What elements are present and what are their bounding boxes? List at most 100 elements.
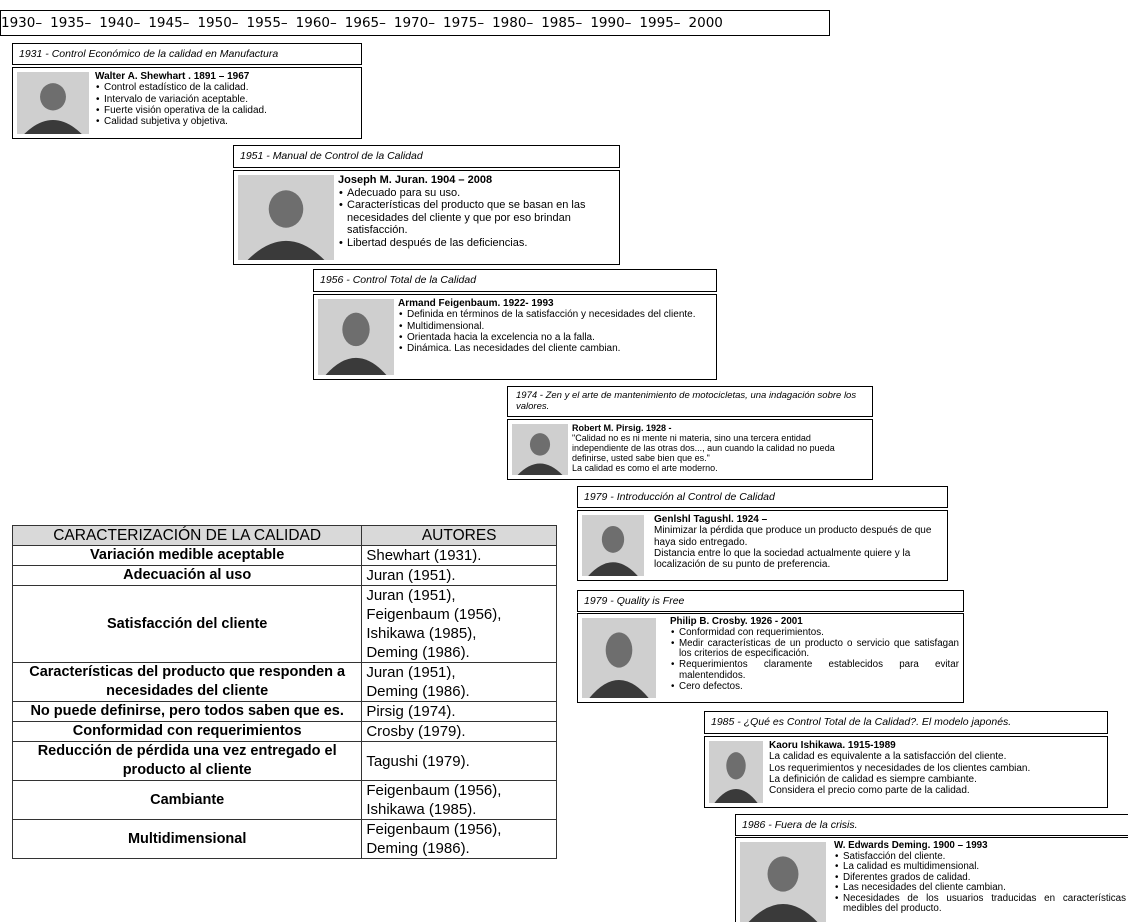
text-line: Considera el precio como parte de la cal… [769,785,970,797]
author-name: W. Edwards Deming. 1900 – 1993 [834,840,988,851]
entry-header-feigenbaum: 1956 - Control Total de la Calidad [313,269,717,292]
column-header-authors: AUTORES [361,525,557,546]
author-citation: Juran (1951), [366,664,456,681]
author-name: Philip B. Crosby. 1926 - 2001 [670,616,803,627]
author-citation: Ishikawa (1985), [366,625,477,642]
timeline-year: 1975– [442,15,485,31]
authors-cell: Crosby (1979). [361,721,557,742]
entry-text: Genlshl Tagushl. 1924 –Minimizar la pérd… [654,514,943,570]
entry-header-shewhart: 1931 - Control Económico de la calidad e… [12,43,362,65]
entry-text: W. Edwards Deming. 1900 – 1993Satisfacci… [834,840,1126,915]
bullet-item: Las necesidades del cliente cambian. [834,882,1126,894]
author-citation: Deming (1986). [366,683,470,700]
characterization-cell: Adecuación al uso [11,565,363,586]
portrait-photo-ishikawa [709,741,763,803]
portrait-photo-feigenbaum [318,299,394,375]
entry-header-deming: 1986 - Fuera de la crisis. [735,814,1128,836]
column-header-characterization: CARACTERIZACIÓN DE LA CALIDAD [11,525,363,546]
bullet-item: Características del producto que se basa… [338,199,615,237]
authors-cell: Pirsig (1974). [361,701,557,722]
text-line: Distancia entre lo que la sociedad actua… [654,547,911,571]
timeline-year: 1960– [295,15,337,31]
bullet-item: Medir características de un producto o s… [670,638,959,661]
text-line: "Calidad no es ni mente ni materia, sino… [572,433,835,463]
text-line: Minimizar la pérdida que produce un prod… [654,525,932,548]
author-name: Genlshl Tagushl. 1924 – [654,514,768,525]
timeline-year: 1935– [50,15,92,31]
entry-text: Robert M. Pirsig. 1928 -"Calidad no es n… [572,423,868,473]
authors-cell: Juran (1951), Deming (1986). [361,662,557,702]
text-line: La calidad es equivalente a la satisfacc… [769,751,1007,763]
authors-cell: Shewhart (1931). [361,545,557,566]
portrait-photo-crosby [582,618,656,698]
bullet-list: Satisfacción del cliente.La calidad es m… [834,851,1126,915]
entry-card-juran: Joseph M. Juran. 1904 – 2008Adecuado par… [233,170,620,265]
bullet-list: Conformidad con requerimientos.Medir car… [670,627,959,693]
timeline-year: 1965– [344,15,386,31]
entry-header-juran: 1951 - Manual de Control de la Calidad [233,145,620,168]
entry-text: Philip B. Crosby. 1926 - 2001Conformidad… [670,616,959,693]
timeline-year: 1980– [492,15,534,31]
author-citation: Feigenbaum (1956), [366,606,502,623]
timeline-year: 1940– [99,15,141,31]
authors-cell: Juran (1951). [361,565,557,586]
timeline-bar: 1930–1935–1940–1945–1950–1955–1960–1965–… [0,10,830,36]
characterization-cell: Satisfacción del cliente [11,585,363,663]
entry-header-pirsig: 1974 - Zen y el arte de mantenimiento de… [507,386,873,417]
author-citation: Crosby (1979). [366,723,466,740]
text-line: La definición de calidad es siempre camb… [769,773,977,785]
bullet-item: Multidimensional. [398,321,712,333]
bullet-item: Satisfacción del cliente. [834,851,1126,863]
characterization-cell: Cambiante [11,780,363,820]
author-name: Joseph M. Juran. 1904 – 2008 [338,174,493,186]
author-citation: Deming (1986). [366,644,470,661]
author-citation: Tagushi (1979). [366,752,470,770]
entry-header-crosby: 1979 - Quality is Free [577,590,964,612]
bullet-item: Adecuado para su uso. [338,187,615,200]
author-citation: Deming (1986). [366,840,470,857]
author-citation: Feigenbaum (1956), [366,821,502,838]
characterization-cell: Multidimensional [11,819,363,859]
bullet-item: Control estadístico de la calidad. [95,82,357,94]
bullet-item: Dinámica. Las necesidades del cliente ca… [398,343,712,355]
timeline-year: 1950– [197,15,239,31]
entry-header-ishikawa: 1985 - ¿Qué es Control Total de la Calid… [704,711,1108,734]
portrait-photo-taguchi [582,515,644,576]
timeline-year: 1955– [246,15,288,31]
entry-card-taguchi: Genlshl Tagushl. 1924 –Minimizar la pérd… [577,510,948,581]
portrait-photo-deming [740,842,826,922]
entry-card-pirsig: Robert M. Pirsig. 1928 -"Calidad no es n… [507,419,873,480]
characterization-cell: Reducción de pérdida una vez entregado e… [11,741,363,781]
author-citation: Pirsig (1974). [366,703,456,720]
bullet-item: Fuerte visión operativa de la calidad. [95,105,357,117]
authors-cell: Feigenbaum (1956), Deming (1986). [361,819,557,859]
bullet-item: Requerimientos claramente establecidos p… [670,659,959,682]
table-row: Reducción de pérdida una vez entregado e… [11,741,557,781]
table-row: Características del producto que respond… [11,662,557,702]
bullet-item: Diferentes grados de calidad. [834,872,1126,884]
portrait-photo-pirsig [512,424,568,475]
author-name: Walter A. Shewhart . 1891 – 1967 [95,71,250,82]
bullet-item: Orientada hacia la excelencia no a la fa… [398,332,712,344]
timeline-year: 1995– [639,15,681,31]
author-name: Armand Feigenbaum. 1922- 1993 [398,298,554,309]
entry-card-feigenbaum: Armand Feigenbaum. 1922- 1993Definida en… [313,294,717,380]
text-line: La calidad es como el arte moderno. [572,463,718,473]
authors-cell: Juran (1951),Feigenbaum (1956),Ishikawa … [361,585,557,663]
author-citation: Ishikawa (1985). [366,801,477,818]
characterization-cell: Conformidad con requerimientos [11,721,363,742]
timeline-year: 1985– [541,15,583,31]
bullet-list: Adecuado para su uso.Características del… [338,187,615,250]
entry-card-deming: W. Edwards Deming. 1900 – 1993Satisfacci… [735,837,1128,922]
bullet-list: Control estadístico de la calidad.Interv… [95,82,357,127]
bullet-item: Definida en términos de la satisfacción … [398,309,712,321]
author-name: Kaoru Ishikawa. 1915-1989 [769,740,896,751]
author-citation: Feigenbaum (1956), [366,782,502,799]
